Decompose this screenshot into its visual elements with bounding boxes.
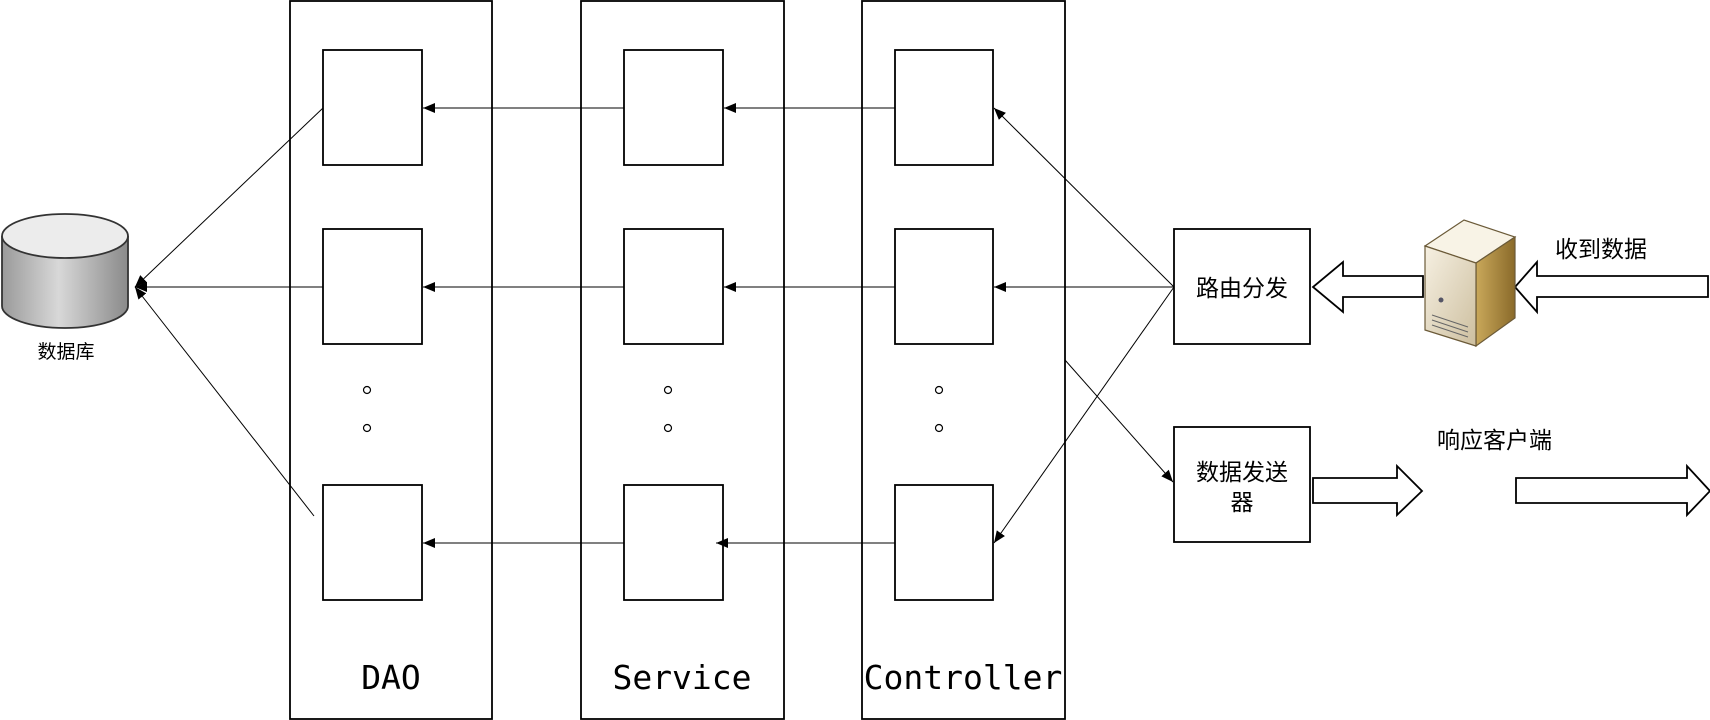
router-to-controller-arrows <box>993 107 1175 544</box>
router-box <box>1173 228 1311 345</box>
service-box-2 <box>623 228 724 345</box>
controller-to-sender-arrow <box>1064 359 1174 483</box>
dao-box-3 <box>322 484 423 601</box>
controller-layer-label: Controller <box>864 658 1063 697</box>
dao-box-2 <box>322 228 423 345</box>
database-label: 数据库 <box>37 341 94 363</box>
server-icon <box>1423 219 1517 348</box>
service-box-3 <box>623 484 724 601</box>
layer-flow-arrows <box>423 103 895 548</box>
response-out-arrow <box>1515 463 1710 518</box>
sender-box <box>1173 426 1311 543</box>
incoming-data-arrow <box>1513 259 1709 315</box>
sender-label-line2: 器 <box>1231 490 1254 516</box>
respond-client-label: 响应客户端 <box>1437 428 1552 454</box>
sender-label-line1: 数据发送 <box>1196 460 1288 486</box>
controller-box-2 <box>894 228 994 345</box>
controller-box-3 <box>894 484 994 601</box>
database-icon <box>1 213 129 329</box>
service-box-1 <box>623 49 724 166</box>
dao-box-1 <box>322 49 423 166</box>
controller-box-1 <box>894 49 994 166</box>
service-layer-label: Service <box>612 658 751 697</box>
router-label: 路由分发 <box>1196 276 1288 302</box>
dao-to-database-arrows <box>134 107 324 517</box>
server-to-router-arrow <box>1311 260 1424 314</box>
sender-out-arrow <box>1312 463 1424 518</box>
receive-data-label: 收到数据 <box>1555 237 1647 263</box>
dao-layer-label: DAO <box>361 658 421 697</box>
ellipsis-dots <box>362 385 944 433</box>
